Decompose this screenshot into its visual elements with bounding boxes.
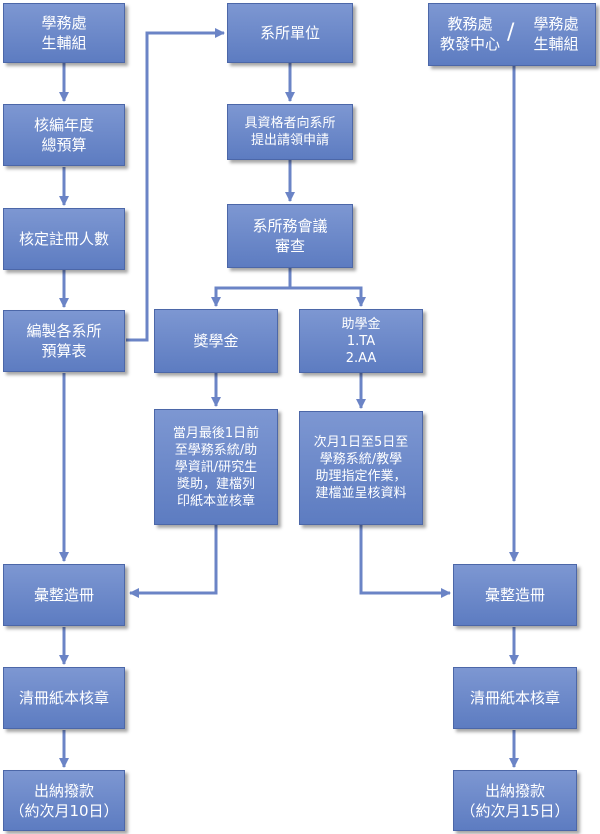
box-line: 審查 — [274, 237, 305, 255]
stamp-left-box: 清冊紙本核章 — [3, 667, 125, 729]
student-affairs-box: 學務處 生輔組 — [3, 3, 125, 63]
box-line: 學資訊/研究生 — [174, 459, 258, 475]
dept-budget-box: 編製各系所 預算表 — [3, 310, 125, 372]
box-line: 次月1日至5日至 — [313, 435, 409, 450]
box-line: 2.AA — [345, 350, 377, 366]
dept-unit-box: 系所單位 — [227, 3, 353, 63]
box-line: 系所務會議 — [252, 217, 328, 235]
box-line: 總預算 — [41, 136, 87, 154]
scholarship-process-box: 當月最後1日前 至學務系統/助 學資訊/研究生 獎助，建檔列 印紙本並核章 — [154, 409, 278, 525]
box-line: 學務處 — [533, 15, 579, 33]
compile-right-box: 彙整造冊 — [453, 564, 577, 626]
box-line: 至學務系統/助 — [174, 442, 258, 458]
scholarship-box: 獎學金 — [154, 309, 278, 373]
box-line: 核定註冊人數 — [18, 230, 109, 248]
box-line: （約次月15日） — [460, 801, 570, 820]
box-line: 編製各系所 — [26, 322, 102, 340]
box-line: 清冊紙本核章 — [469, 689, 560, 707]
box-line: 助理指定作業， — [315, 469, 407, 484]
box-line: 預算表 — [41, 342, 87, 360]
box-line: 生輔組 — [41, 34, 87, 52]
pay-left-box: 出納撥款 （約次月10日） — [3, 770, 125, 831]
box-line: 印紙本並核章 — [176, 493, 255, 509]
box-line: 學務處 — [41, 14, 87, 32]
box-line: 彙整造冊 — [33, 586, 94, 604]
annual-budget-box: 核編年度 總預算 — [3, 104, 125, 166]
assistantship-box: 助學金 1.TA 2.AA — [299, 309, 423, 373]
box-line: （約次月10日） — [9, 801, 119, 820]
box-line: 彙整造冊 — [484, 586, 545, 604]
box-line: 學務系統/教學 — [319, 452, 403, 467]
box-line: 提出請領申請 — [250, 133, 329, 148]
box-line: 清冊紙本核章 — [18, 689, 109, 707]
box-line: 獎助，建檔列 — [176, 476, 255, 492]
academic-affairs-box: 教務處 教發中心 / 學務處 生輔組 — [428, 3, 596, 66]
box-line: 教務處 — [447, 15, 493, 33]
pay-right-box: 出納撥款 （約次月15日） — [453, 770, 577, 831]
box-line: 教發中心 — [439, 35, 500, 53]
box-line: 生輔組 — [533, 35, 579, 53]
box-line: 1.TA — [346, 333, 376, 349]
dept-meeting-box: 系所務會議 審查 — [227, 204, 353, 268]
qualified-apply-box: 具資格者向系所 提出請領申請 — [227, 104, 353, 160]
box-line: 建檔並呈核資料 — [315, 486, 407, 501]
box-line: 核編年度 — [33, 116, 94, 134]
stamp-right-box: 清冊紙本核章 — [453, 667, 577, 729]
box-line: 獎學金 — [193, 332, 239, 350]
box-line: 系所單位 — [259, 24, 320, 42]
compile-left-box: 彙整造冊 — [3, 564, 125, 626]
box-line: 當月最後1日前 — [172, 425, 260, 441]
verify-enrollment-box: 核定註冊人數 — [3, 208, 125, 270]
assistantship-process-box: 次月1日至5日至 學務系統/教學 助理指定作業， 建檔並呈核資料 — [299, 411, 423, 525]
box-line: 助學金 — [341, 316, 381, 332]
box-line: 出納撥款 — [484, 781, 545, 800]
box-line: 出納撥款 — [33, 781, 94, 800]
box-line: 具資格者向系所 — [244, 116, 336, 131]
slash-divider: / — [507, 20, 515, 45]
